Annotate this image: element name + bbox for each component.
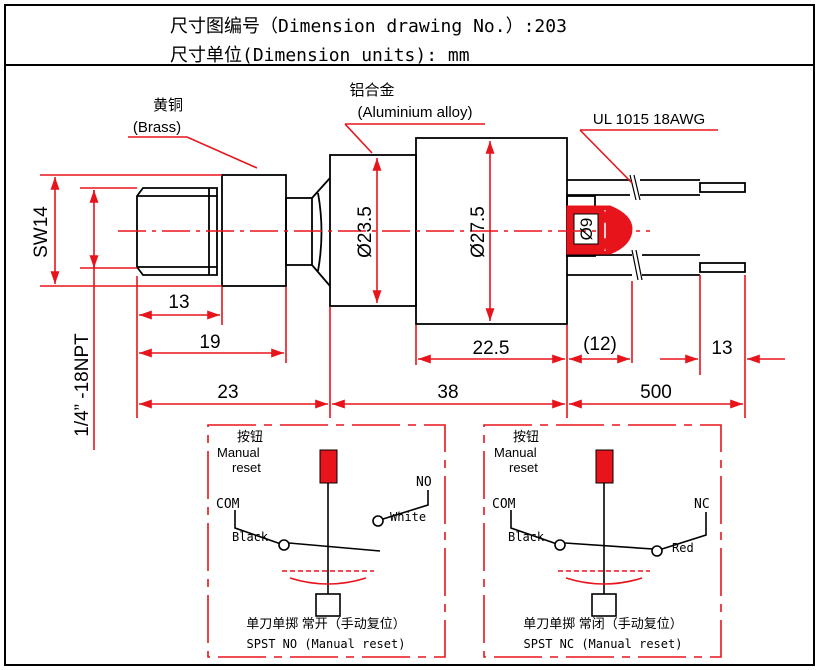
brass-cn-label: 黄铜 [153, 97, 183, 114]
no-black-label: Black [232, 530, 269, 544]
dim-13-thread: 13 [168, 292, 189, 313]
no-button-cn: 按钮 [237, 429, 263, 444]
alu-en-label: (Aluminium alloy) [357, 104, 472, 121]
dim-500: 500 [640, 382, 672, 403]
nc-black-label: Black [508, 530, 545, 544]
dim-12: (12) [583, 334, 617, 355]
nc-caption-cn: 单刀单掷 常闭（手动复位） [523, 616, 683, 631]
no-reset-button [319, 449, 338, 484]
no-white-label: White [390, 510, 426, 524]
sw14-label: SW14 [31, 206, 52, 258]
nc-button-en2: reset [509, 460, 538, 475]
no-caption-en: SPST NO (Manual reset) [247, 637, 406, 651]
nc-button-en1: Manual [494, 445, 537, 460]
switch-no-schematic: 按钮 Manual reset COM NO Black White P 单刀单… [207, 424, 446, 658]
dia-23-5-label: Ø23.5 [355, 206, 376, 258]
thread-size-label: 1/4” -18NPT [72, 333, 93, 437]
nc-button-cn: 按钮 [513, 429, 539, 444]
dim-13-wire: 13 [711, 338, 732, 359]
nc-com-label: COM [492, 497, 516, 512]
outer-frame [4, 4, 815, 666]
dimension-labels: SW14 1/4” -18NPT Ø23.5 Ø27.5 Ø9 13 19 23… [31, 206, 733, 437]
dim-19: 19 [199, 332, 220, 353]
alu-cn-label: 铝合金 [349, 82, 394, 99]
dim-23: 23 [217, 382, 238, 403]
dia-27-5-label: Ø27.5 [468, 206, 489, 258]
no-com-label: COM [216, 497, 240, 512]
no-button-en2: reset [232, 460, 261, 475]
no-button-en1: Manual [217, 445, 260, 460]
nc-reset-button [595, 449, 614, 484]
nc-caption-en: SPST NC (Manual reset) [524, 637, 683, 651]
no-contact-label: NO [416, 475, 432, 490]
dimension-units-title: 尺寸单位(Dimension units): mm [170, 45, 470, 66]
brass-en-label: (Brass) [133, 119, 181, 136]
material-labels: 黄铜 (Brass) 铝合金 (Aluminium alloy) UL 1015… [133, 82, 705, 136]
dim-22-5: 22.5 [473, 338, 510, 359]
wire-spec-label: UL 1015 18AWG [593, 111, 705, 128]
reset-button-window [573, 213, 599, 245]
dimension-lines [40, 123, 785, 450]
drawing-number-title: 尺寸图编号（Dimension drawing No.）:203 [170, 16, 567, 37]
nc-contact-label: NC [694, 497, 710, 512]
switch-nc-schematic: 按钮 Manual reset COM NC Black Red P 单刀单掷 … [483, 424, 722, 658]
dim-38: 38 [437, 382, 458, 403]
no-caption-cn: 单刀单掷 常开（手动复位） [246, 616, 406, 631]
dia-9-label: Ø9 [577, 218, 596, 241]
